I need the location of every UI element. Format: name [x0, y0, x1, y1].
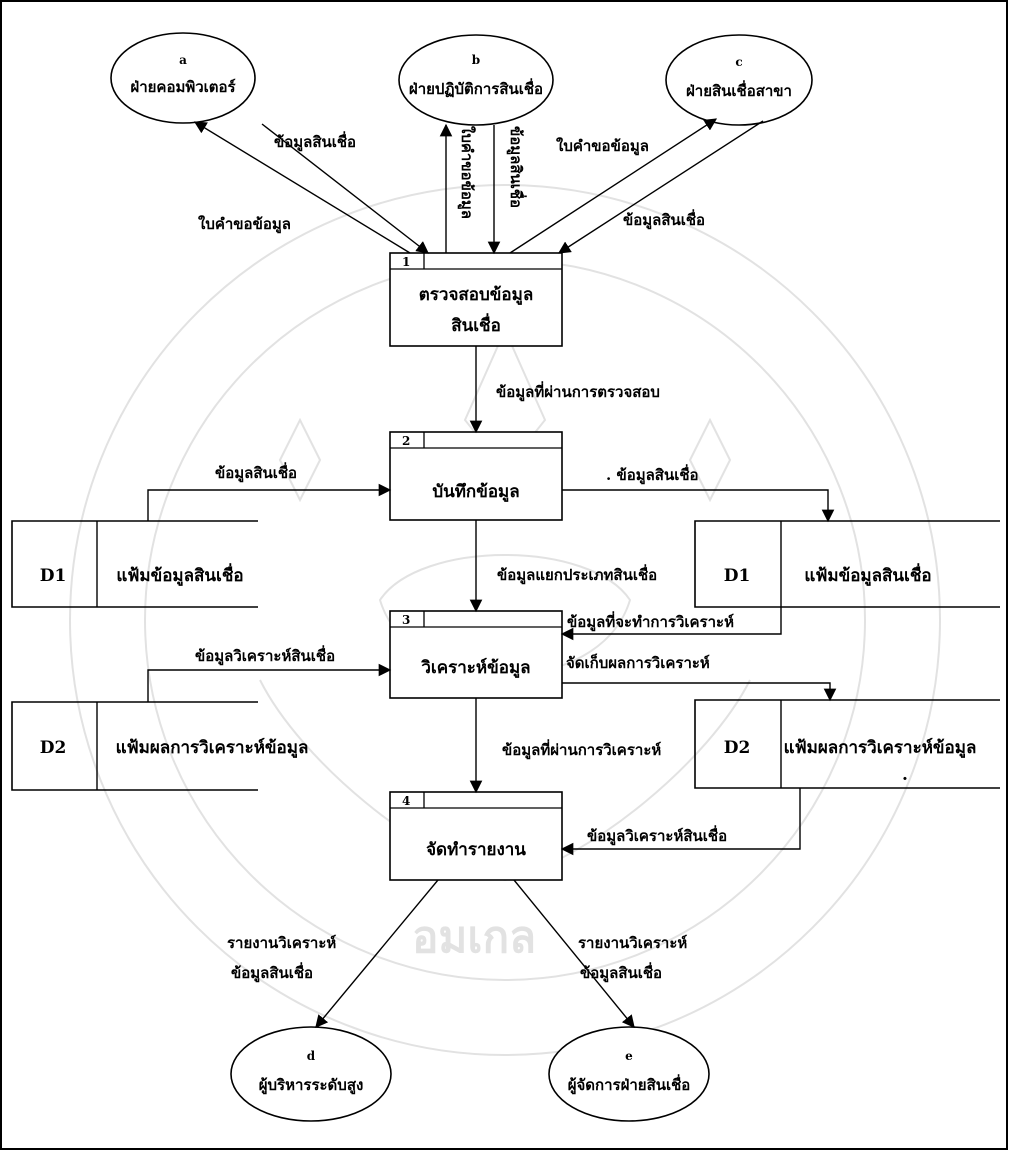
- store-d2-right: D2 แฟ้มผลการวิเคราะห์ข้อมูล .: [694, 699, 1000, 789]
- flow-lines: [147, 118, 837, 1028]
- store-d2-left: D2 แฟ้มผลการวิเคราะห์ข้อมูล: [11, 701, 309, 791]
- flow-label-b-to-p1: ข้อมูลสินเชื่อ: [506, 126, 527, 208]
- flow-label-p3-to-d2-right: จัดเก็บผลการวิเคราะห์: [566, 653, 710, 672]
- flow-label-d2-right-to-p4: ข้อมูลวิเคราะห์สินเชื่อ: [587, 825, 727, 846]
- store-d2-right-label: แฟ้มผลการวิเคราะห์ข้อมูล: [784, 737, 977, 759]
- process-4-label: จัดทำรายงาน: [426, 840, 526, 860]
- entity-d: d ผู้บริหารระดับสูง: [230, 1026, 392, 1122]
- flow-label-p4-to-e-line1: รายงานวิเคราะห์: [578, 934, 687, 952]
- flow-label-p3-to-p4: ข้อมูลที่ผ่านการวิเคราะห์: [502, 739, 661, 760]
- flow-p1-to-c: [509, 118, 718, 254]
- entity-e-label: ผู้จัดการฝ่ายสินเชื่อ: [568, 1074, 691, 1095]
- entity-a: a ฝ่ายคอมพิวเตอร์: [110, 32, 256, 124]
- process-4: 4 จัดทำรายงาน: [389, 791, 563, 881]
- flow-label-d1-left-to-p2: ข้อมูลสินเชื่อ: [215, 462, 297, 483]
- flow-label-p4-to-d-line1: รายงานวิเคราะห์: [227, 934, 336, 952]
- flow-p4-to-d: [315, 879, 439, 1028]
- flow-label-d1-right-to-p3: ข้อมูลที่จะทำการวิเคราะห์: [567, 611, 734, 632]
- flow-p2-to-d1-right: [562, 489, 835, 523]
- store-d1-left-label: แฟ้มข้อมูลสินเชื่อ: [116, 563, 243, 587]
- flow-label-p1-to-c: ใบคำขอข้อมูล: [556, 137, 649, 156]
- process-3: 3 วิเคราะห์ข้อมูล: [389, 610, 563, 699]
- flow-label-p2-to-p3: ข้อมูลแยกประเภทสินเชื่อ: [497, 564, 657, 585]
- process-2-label: บันทึกข้อมูล: [432, 482, 519, 503]
- process-1-label-line2: สินเชื่อ: [451, 313, 501, 336]
- entity-a-label: ฝ่ายคอมพิวเตอร์: [130, 78, 236, 96]
- watermark-bottom-text: อมเกล: [412, 912, 536, 963]
- entity-b-label: ฝ่ายปฏิบัติการสินเชื่อ: [409, 78, 543, 98]
- entity-e: e ผู้จัดการฝ่ายสินเชื่อ: [548, 1026, 710, 1122]
- store-d1-right-label: แฟ้มข้อมูลสินเชื่อ: [804, 563, 931, 587]
- entity-d-id: d: [307, 1049, 316, 1063]
- flow-label-p1-to-p2: ข้อมูลที่ผ่านการตรวจสอบ: [496, 381, 660, 402]
- flow-label-d2-left-to-p3: ข้อมูลวิเคราะห์สินเชื่อ: [195, 645, 335, 666]
- flow-d1-right-to-p3: [560, 607, 782, 641]
- flow-label-a-to-p1: ข้อมูลสินเชื่อ: [274, 131, 356, 152]
- store-d2-left-label: แฟ้มผลการวิเคราะห์ข้อมูล: [116, 737, 309, 759]
- flow-a-to-p1: [261, 123, 429, 254]
- flow-label-p1-to-b: ใบคำขอข้อมูล: [457, 126, 476, 219]
- process-1-number: 1: [402, 255, 410, 269]
- process-1-label-line1: ตรวจสอบข้อมูล: [419, 285, 534, 306]
- process-2-number: 2: [402, 434, 410, 448]
- flow-p1-to-a: [193, 121, 411, 254]
- entity-c-label: ฝ่ายสินเชื่อสาขา: [686, 80, 792, 100]
- store-d2-right-id: D2: [724, 738, 751, 758]
- flow-label-c-to-p1: ข้อมูลสินเชื่อ: [623, 209, 705, 230]
- store-d2-right-mark: .: [902, 765, 908, 785]
- process-3-label: วิเคราะห์ข้อมูล: [421, 657, 531, 679]
- process-1: 1 ตรวจสอบข้อมูล สินเชื่อ: [389, 252, 563, 347]
- entity-c: c ฝ่ายสินเชื่อสาขา: [665, 34, 813, 126]
- store-d2-left-id: D2: [40, 738, 67, 758]
- entity-b-id: b: [472, 53, 480, 67]
- flow-c-to-p1: [557, 120, 764, 254]
- entity-a-id: a: [179, 53, 187, 67]
- flow-label-p4-to-e-line2: ข้อมูลสินเชื่อ: [580, 962, 662, 983]
- process-4-number: 4: [402, 794, 410, 808]
- store-d1-left: D1 แฟ้มข้อมูลสินเชื่อ: [11, 520, 258, 608]
- flow-d2-right-to-p4: [560, 788, 801, 856]
- entity-b: b ฝ่ายปฏิบัติการสินเชื่อ: [398, 34, 554, 126]
- entity-c-id: c: [735, 55, 742, 69]
- entity-e-id: e: [625, 1049, 633, 1063]
- flow-label-p4-to-d-line2: ข้อมูลสินเชื่อ: [231, 962, 313, 983]
- store-d1-right: D1 แฟ้มข้อมูลสินเชื่อ: [694, 520, 1000, 608]
- flow-p4-to-e: [513, 879, 635, 1028]
- flow-d2-left-to-p3: [147, 663, 392, 702]
- store-d1-left-id: D1: [40, 566, 67, 586]
- flow-label-p2-to-d1-right: . ข้อมูลสินเชื่อ: [606, 464, 699, 485]
- flow-label-p1-to-a: ใบคำขอข้อมูล: [198, 215, 291, 234]
- flow-d1-left-to-p2: [147, 483, 392, 521]
- store-d1-right-id: D1: [724, 566, 751, 586]
- flow-p3-to-d2-right: [562, 682, 837, 702]
- entity-d-label: ผู้บริหารระดับสูง: [259, 1076, 364, 1095]
- process-2: 2 บันทึกข้อมูล: [389, 431, 563, 521]
- process-3-number: 3: [402, 613, 410, 627]
